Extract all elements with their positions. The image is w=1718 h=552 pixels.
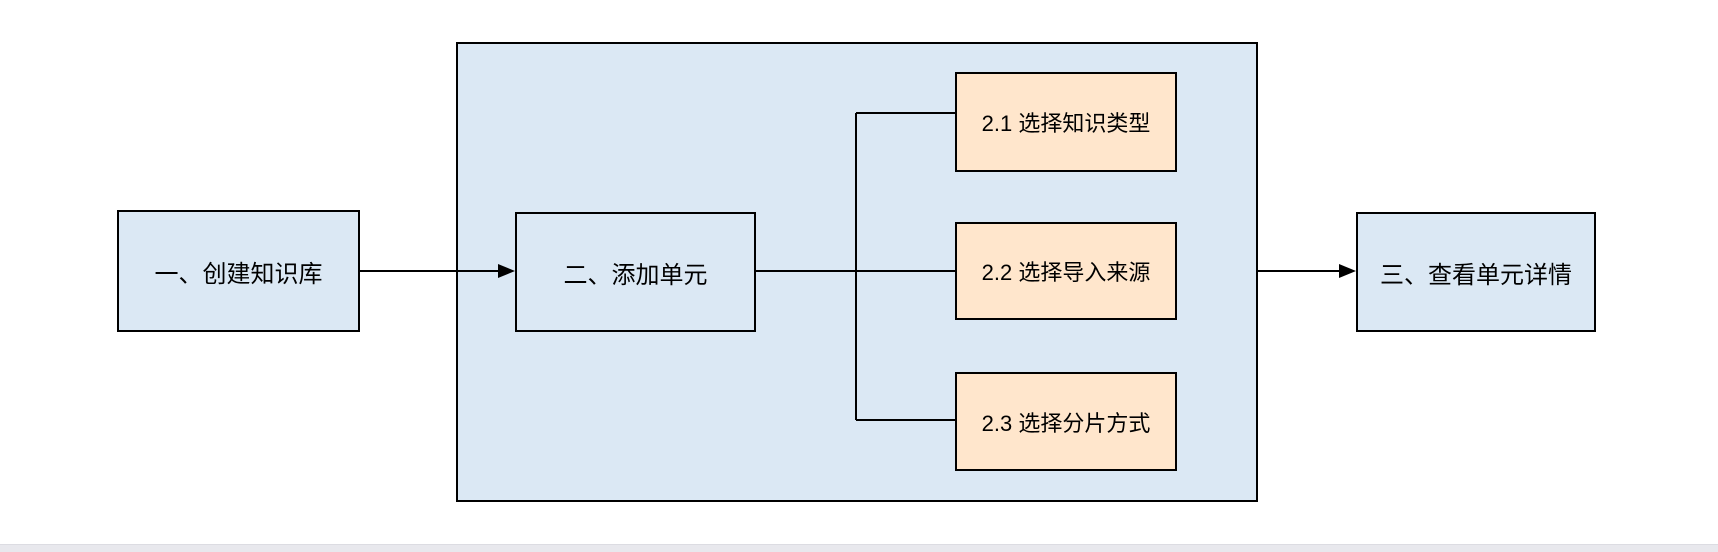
flow-node-create-knowledge-base: 一、创建知识库 xyxy=(117,210,360,332)
flow-node-select-import-source: 2.2 选择导入来源 xyxy=(955,222,1177,320)
bottom-scrollbar-track[interactable] xyxy=(0,544,1718,552)
flow-node-label: 二、添加单元 xyxy=(563,261,708,289)
flow-node-add-unit: 二、添加单元 xyxy=(515,212,756,332)
flow-node-label: 三、查看单元详情 xyxy=(1380,261,1572,289)
arrowhead-step1-to-step2 xyxy=(498,264,515,278)
arrowhead-group-to-step3 xyxy=(1339,264,1356,278)
flow-node-label: 2.1 选择知识类型 xyxy=(981,111,1151,136)
flow-node-select-chunking-method: 2.3 选择分片方式 xyxy=(955,372,1177,471)
flow-node-view-unit-details: 三、查看单元详情 xyxy=(1356,212,1596,332)
flow-node-select-knowledge-type: 2.1 选择知识类型 xyxy=(955,72,1177,172)
flow-node-label: 2.2 选择导入来源 xyxy=(981,260,1151,285)
flow-node-label: 2.3 选择分片方式 xyxy=(981,410,1151,436)
flow-node-label: 一、创建知识库 xyxy=(154,260,323,288)
